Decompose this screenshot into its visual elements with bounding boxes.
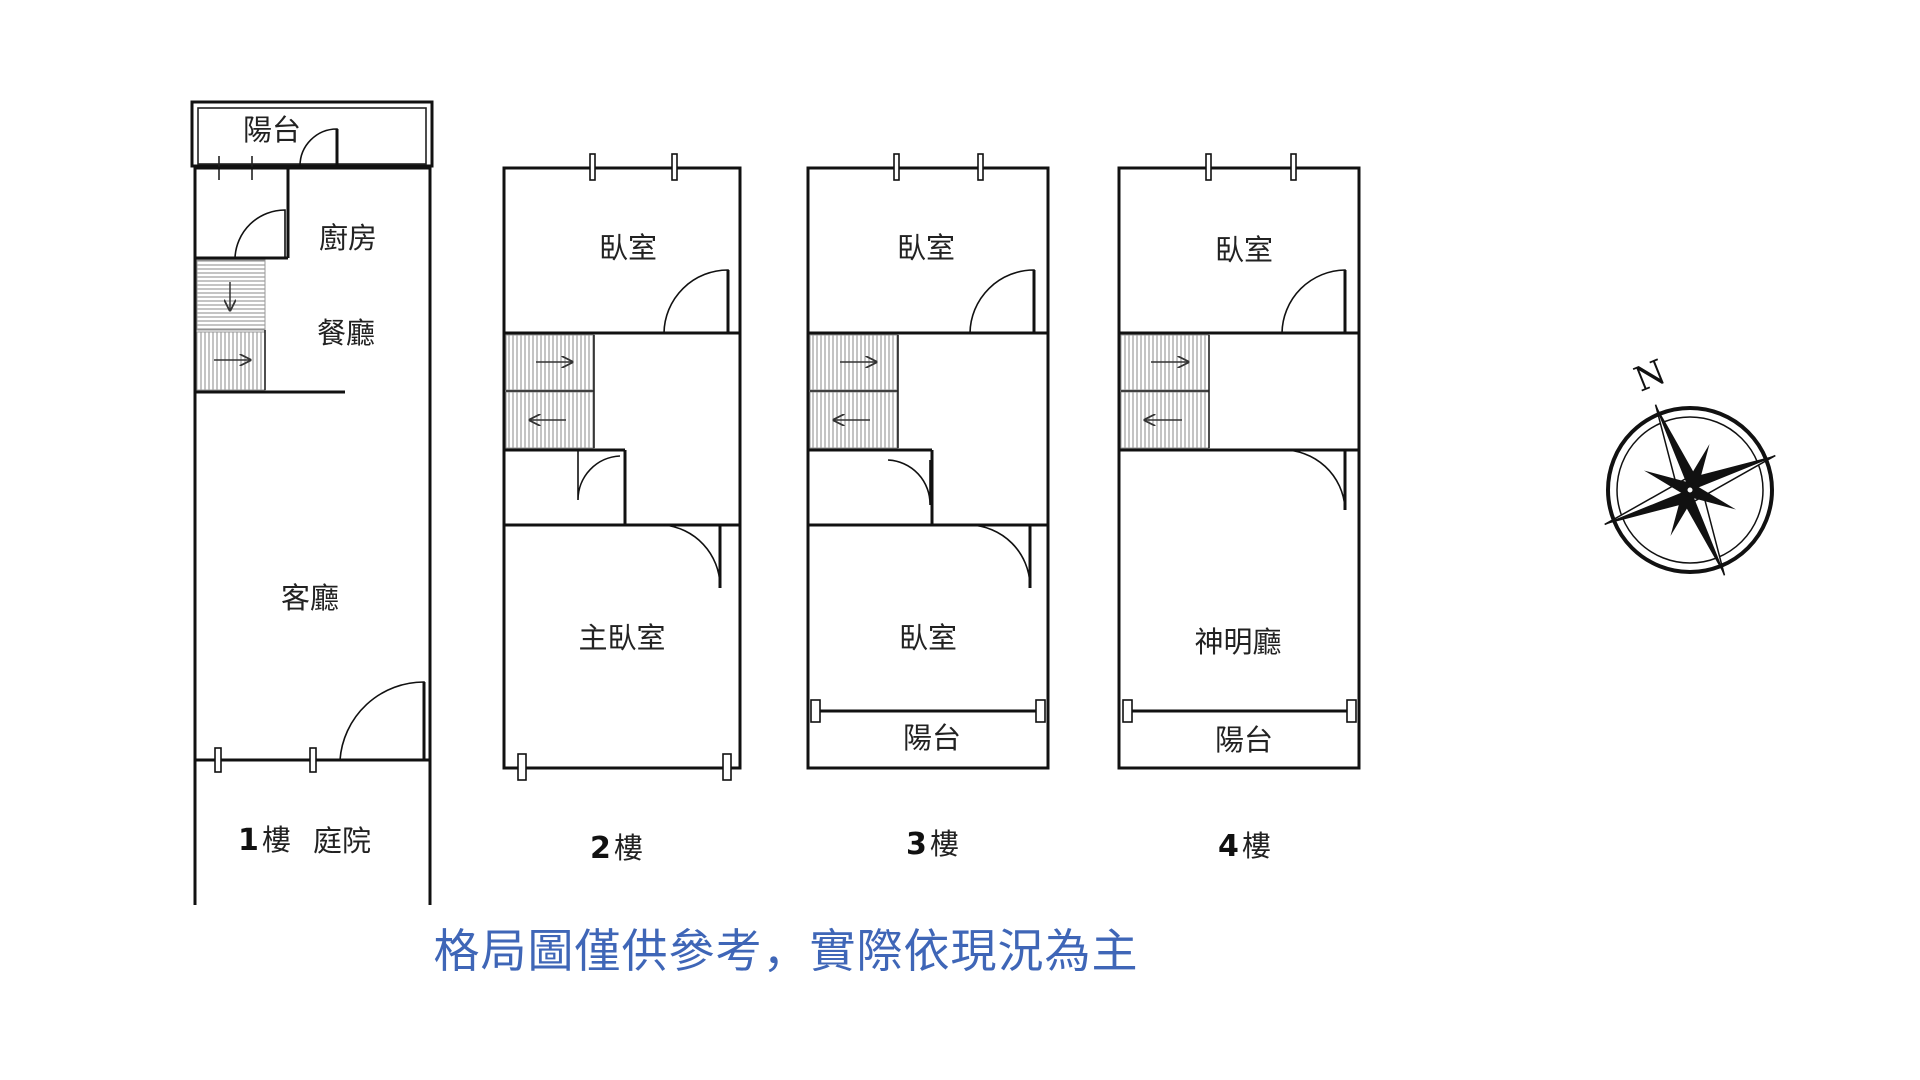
compass-north-label: N	[1629, 352, 1672, 400]
compass-rose-icon	[1604, 404, 1776, 576]
floor-3-plan	[806, 153, 1050, 770]
floor-1-balcony-label: 陽台	[243, 113, 301, 147]
floor-1-living-label: 客廳	[281, 581, 339, 615]
floor-2-master-bedroom-label: 主臥室	[578, 621, 665, 655]
floor-3-balcony-label: 陽台	[903, 721, 961, 755]
floor-1-plan	[190, 100, 434, 905]
floor-4-bedroom-label: 臥室	[1215, 233, 1273, 267]
floor-1-courtyard-label: 庭院	[313, 824, 371, 858]
floor-2-plan	[502, 153, 742, 781]
floor-4-balcony-label: 陽台	[1215, 723, 1273, 757]
floor-1-dining-label: 餐廳	[317, 316, 375, 350]
floor-3-bedroom-back-label: 臥室	[899, 621, 957, 655]
disclaimer-text: 格局圖僅供參考，實際依現況為主	[433, 924, 1139, 978]
floor-1-kitchen-label: 廚房	[319, 221, 377, 255]
floor-4-shrine-hall-label: 神明廳	[1194, 625, 1281, 659]
floor-2-bedroom-label: 臥室	[599, 231, 657, 265]
floor-4-plan	[1117, 153, 1361, 770]
floor-3-bedroom-front-label: 臥室	[897, 231, 955, 265]
